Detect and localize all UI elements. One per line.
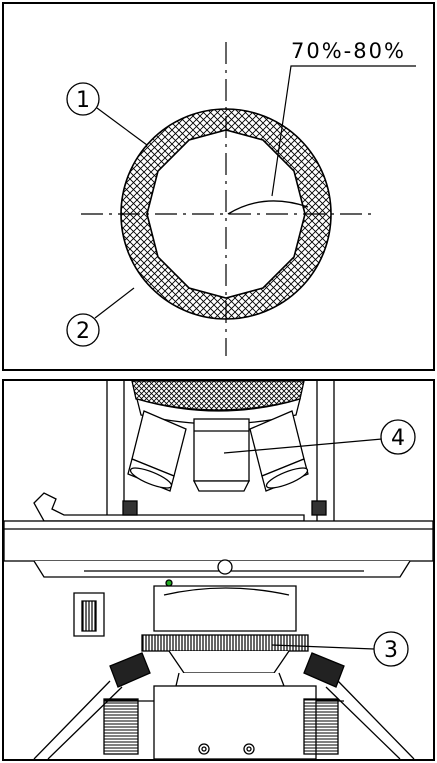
condenser-knob-right [303,652,345,688]
substage-body [153,685,317,759]
condenser-ring [141,634,309,652]
hatched-ring [120,108,332,320]
aperture-diagram-panel: 70%-80% 1 2 [2,2,435,371]
aperture-arc [227,200,309,215]
condenser-knob-left [109,652,151,688]
callout-4-leader [223,438,383,454]
slide-clip [33,492,305,522]
callout-2-leader [94,287,135,319]
callout-1-circle [66,82,100,116]
microscope-diagram: 4 3 [4,381,433,759]
stage-plate [4,520,433,562]
callout-3-leader [271,644,375,650]
callout-1-label: 1 [76,88,90,113]
stage-knob-right [311,500,327,516]
focus-knob-left [103,698,139,755]
microscope-diagram-panel: 4 3 [2,379,435,761]
callout-2-label: 2 [76,319,90,344]
base-screw-left [198,743,210,755]
callout-4-circle [380,419,416,455]
condenser-housing [153,585,297,632]
frame-arm [106,381,335,521]
callout-2-circle [66,313,100,347]
objective-right [249,410,309,492]
base-screw-right [243,743,255,755]
callout-4-label: 4 [391,426,405,451]
base-leg-right [325,680,415,759]
percent-label: 70%-80% [291,39,406,63]
base-leg-left [33,680,123,759]
focus-knob-right [303,698,339,755]
callout-3-circle [373,631,409,667]
stage-knob-left [122,500,138,516]
objective-center [192,418,251,492]
aperture-diagram: 70%-80% 1 2 [66,39,416,356]
percent-leader [271,65,416,197]
stage-hole [217,559,233,575]
callout-1-leader [96,107,148,146]
callout-3-label: 3 [384,638,398,663]
objective-left [127,410,187,492]
nosepiece-body [136,398,301,425]
